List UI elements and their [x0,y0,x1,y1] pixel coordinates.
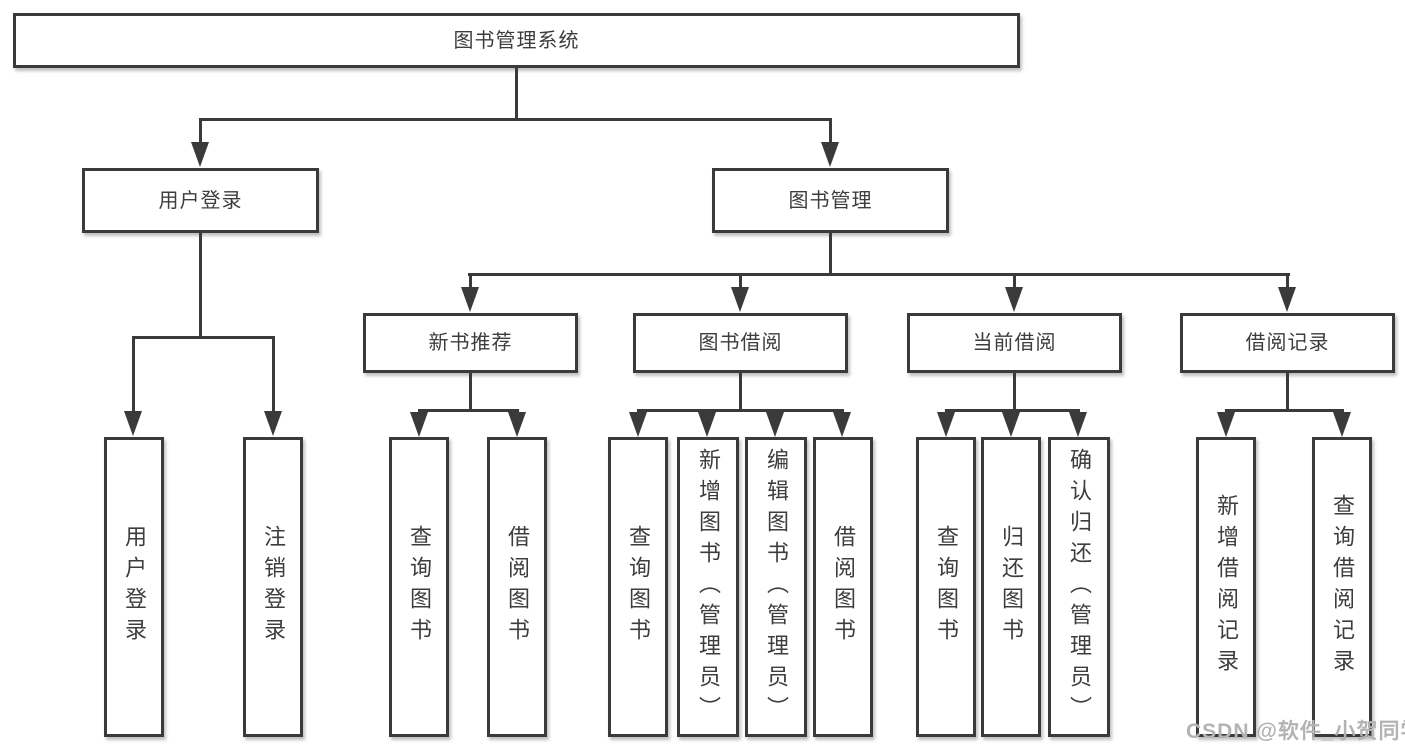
arrow-down-icon [1002,412,1020,437]
connector-line [199,118,202,150]
node-root: 图书管理系统 [13,13,1020,68]
connector-line [468,273,1290,276]
arrow-down-icon [508,412,526,437]
node-borrow-records: 借阅记录 [1180,313,1395,373]
arrow-down-icon [191,142,209,167]
connector-line [829,118,832,150]
leaf-add-books-admin: 新增图书（管理员） [677,437,739,737]
leaf-return-books: 归还图书 [981,437,1041,737]
arrow-down-icon [1217,412,1235,437]
node-book-borrow: 图书借阅 [633,313,848,373]
connector-line [1013,373,1016,411]
connector-line [469,273,472,298]
leaf-query-borrow-record: 查询借阅记录 [1312,437,1372,737]
connector-line [132,336,135,420]
arrow-down-icon [1333,412,1351,437]
arrow-down-icon [766,412,784,437]
arrow-down-icon [124,411,142,436]
arrow-down-icon [833,412,851,437]
connector-line [1225,409,1344,412]
connector-line [739,373,742,411]
connector-line [1286,273,1289,298]
leaf-borrow-books: 借阅图书 [813,437,873,737]
arrow-down-icon [1069,412,1087,437]
leaf-edit-books-admin: 编辑图书（管理员） [745,437,807,737]
leaf-query-books: 查询图书 [389,437,449,737]
leaf-add-borrow-record: 新增借阅记录 [1196,437,1256,737]
node-user-login: 用户登录 [82,168,319,233]
arrow-down-icon [410,412,428,437]
connector-line [199,118,831,121]
node-current-borrow: 当前借阅 [907,313,1122,373]
leaf-borrow-books: 借阅图书 [487,437,547,737]
connector-line [829,233,832,276]
arrow-down-icon [1278,287,1296,312]
connector-line [1013,273,1016,298]
connector-line [469,373,472,411]
connector-line [272,336,275,420]
node-root-label: 图书管理系统 [453,29,580,52]
connector-line [1286,373,1289,411]
leaf-confirm-return-admin: 确认归还（管理员） [1048,437,1110,737]
watermark-text: CSDN @软件_小贺同学 [1186,720,1405,743]
leaf-query-books: 查询图书 [608,437,668,737]
arrow-down-icon [629,412,647,437]
connector-line [739,273,742,298]
arrow-down-icon [698,412,716,437]
leaf-query-books: 查询图书 [916,437,976,737]
arrow-down-icon [1005,287,1023,312]
node-book-management-label: 图书管理 [788,189,873,212]
arrow-down-icon [461,287,479,312]
leaf-logout: 注销登录 [243,437,303,737]
connector-line [418,409,519,412]
arrow-down-icon [937,412,955,437]
node-book-management: 图书管理 [712,168,949,233]
arrow-down-icon [821,142,839,167]
arrow-down-icon [264,411,282,436]
node-user-login-label: 用户登录 [158,189,243,212]
leaf-user-login: 用户登录 [104,437,164,737]
connector-line [515,68,518,118]
connector-line [199,233,202,339]
node-new-book-recommend: 新书推荐 [363,313,578,373]
connector-line [132,336,275,339]
connector-line [637,409,844,412]
arrow-down-icon [731,287,749,312]
